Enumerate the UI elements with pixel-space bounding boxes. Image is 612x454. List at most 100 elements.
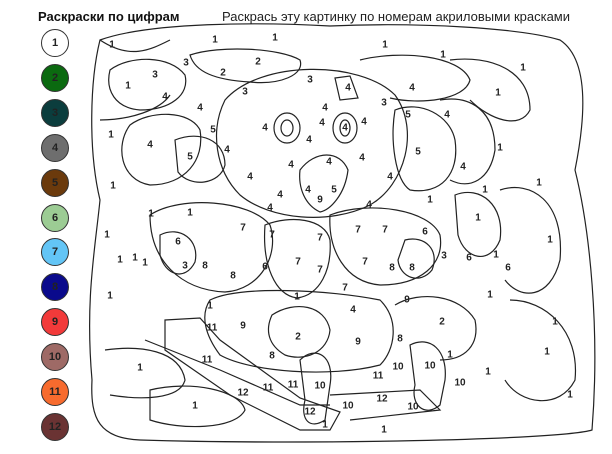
region-number: 8 [389,263,395,274]
region-number: 7 [342,283,348,294]
region-number: 4 [162,92,168,103]
region-number: 4 [361,117,367,128]
region-number: 6 [262,262,268,273]
legend-swatch-11: 11 [41,378,69,406]
legend-swatch-12: 12 [41,412,69,441]
region-number: 9 [404,295,410,306]
outline-drawing [89,23,596,443]
region-number: 2 [439,317,445,328]
region-number: 9 [240,321,246,332]
legend-swatch-7: 7 [41,238,69,267]
region-number: 8 [269,351,275,362]
region-number: 1 [272,33,278,44]
region-number: 4 [366,200,372,211]
region-number: 12 [237,388,249,399]
region-number: 1 [447,350,453,361]
region-number: 8 [397,334,403,345]
region-number: 2 [255,57,261,68]
legend-title: Раскраски по цифрам [38,9,180,24]
region-number: 1 [382,40,388,51]
region-number: 2 [220,68,226,79]
region-number: 12 [304,407,316,418]
region-number: 1 [381,425,387,436]
legend-swatch-2: 2 [41,63,69,92]
region-number: 4 [306,135,312,146]
region-number: 3 [307,75,313,86]
region-number: 1 [109,40,115,51]
region-number: 1 [107,291,113,302]
region-number: 8 [202,261,208,272]
region-number: 1 [110,181,116,192]
region-number: 7 [382,225,388,236]
region-number: 4 [288,160,294,171]
region-number: 4 [345,83,351,94]
region-number: 3 [182,261,188,272]
region-number: 3 [381,98,387,109]
region-number: 4 [305,185,311,196]
region-number: 11 [373,371,384,382]
region-number: 10 [424,361,436,372]
region-number: 11 [207,323,218,334]
region-number: 4 [277,190,283,201]
legend-swatch-4: 4 [41,133,69,162]
region-number: 1 [487,290,493,301]
region-number: 4 [359,153,365,164]
region-number: 1 [212,35,218,46]
legend-swatch-8: 8 [41,273,69,302]
region-number: 4 [197,103,203,114]
region-number: 4 [322,103,328,114]
region-number: 1 [137,363,143,374]
region-number: 1 [485,367,491,378]
region-number: 11 [263,383,274,394]
instruction-text: Раскрась эту картинку по номерам акрилов… [222,9,570,24]
region-number: 1 [148,209,154,220]
region-number: 9 [317,195,323,206]
region-number: 1 [192,401,198,412]
region-number: 1 [497,143,503,154]
region-number: 1 [547,235,553,246]
region-number: 10 [407,402,419,413]
region-number: 1 [536,178,542,189]
region-number: 1 [132,253,138,264]
region-number: 1 [482,185,488,196]
region-number: 1 [520,63,526,74]
region-number: 4 [247,172,253,183]
region-number: 1 [427,195,433,206]
region-number: 11 [202,355,213,366]
region-number: 4 [387,172,393,183]
region-number: 4 [267,203,273,214]
region-number: 1 [495,88,501,99]
region-number: 4 [444,110,450,121]
region-number: 5 [415,147,421,158]
region-number: 7 [240,223,246,234]
legend-swatch-5: 5 [41,168,69,197]
region-number: 1 [108,130,114,141]
region-number: 3 [183,58,189,69]
region-number: 5 [405,110,411,121]
region-number: 1 [187,208,193,219]
region-number: 1 [552,317,558,328]
region-number: 1 [207,301,213,312]
region-number: 4 [409,83,415,94]
legend-swatch-1: 1 [41,29,69,57]
region-number: 12 [376,394,388,405]
region-number: 4 [319,118,325,129]
region-number: 11 [288,380,299,391]
region-number: 1 [475,213,481,224]
region-number: 8 [409,263,415,274]
region-number: 4 [460,162,466,173]
region-number: 5 [210,125,216,136]
region-number: 1 [322,420,328,431]
region-number: 7 [317,233,323,244]
region-number: 2 [295,332,301,343]
region-number: 7 [355,225,361,236]
region-number: 1 [294,292,300,303]
region-number: 4 [262,123,268,134]
region-number: 1 [104,230,110,241]
region-number: 1 [493,250,499,261]
region-number: 4 [342,123,348,134]
region-number: 1 [567,390,573,401]
region-number: 9 [355,337,361,348]
